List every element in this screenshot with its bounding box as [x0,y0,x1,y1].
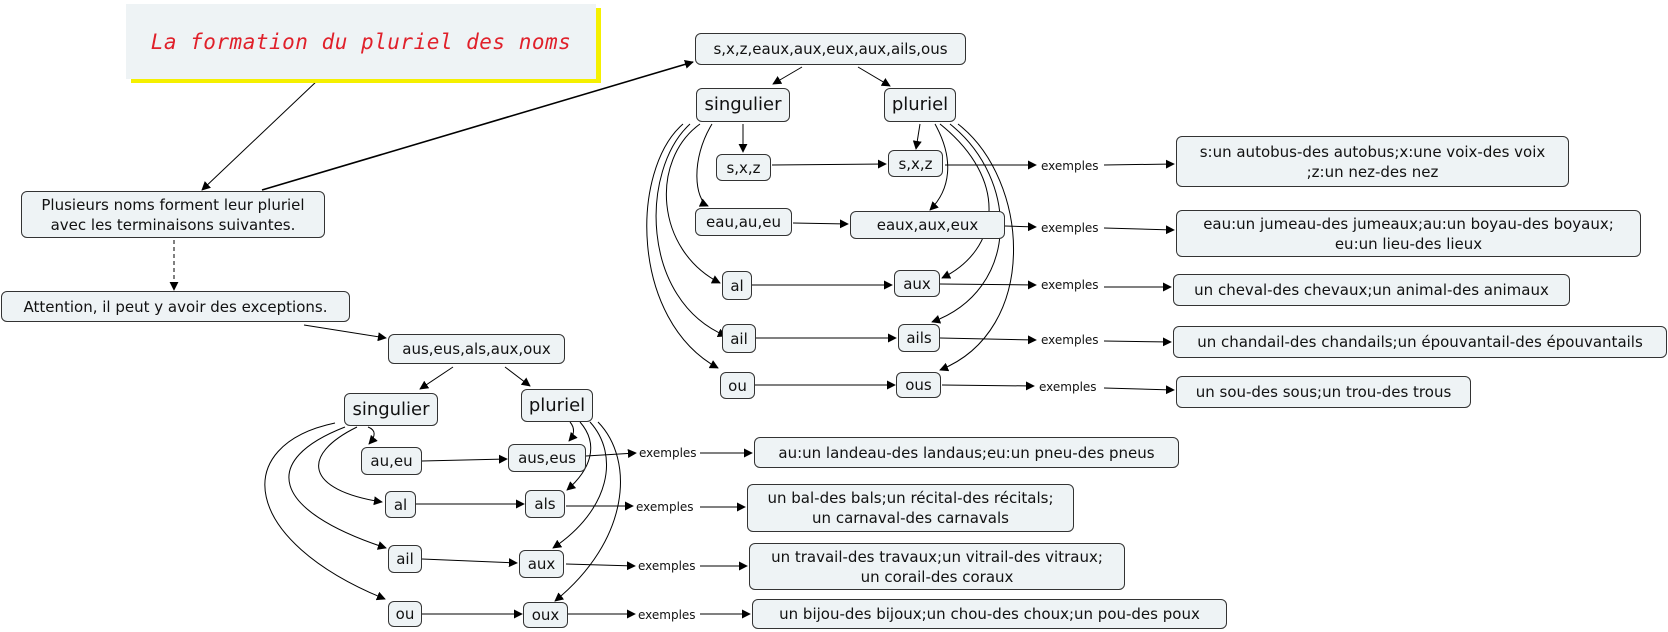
g1-sing-form-3[interactable]: al [722,271,752,300]
g1-examples-label-1: exemples [1040,159,1100,173]
link-g1-ex5 [941,381,1035,391]
g1-pluriel-node[interactable]: pluriel [884,88,956,122]
link-warning-header2 [303,324,387,342]
link-g1-sing-ou [646,123,719,369]
g1-example-box-1[interactable]: s:un autobus-des autobus;x:une voix-des … [1176,136,1569,187]
link-g1-plur-eaux [929,123,949,211]
link-g1-sing-ail [655,123,727,338]
intro-node[interactable]: Plusieurs noms forment leur pluriel avec… [21,191,325,238]
g1-examples-label-2: exemples [1040,221,1100,235]
g2-header-node[interactable]: aus,eus,als,aux,oux [388,334,565,364]
link-g1-ex2 [1004,222,1037,232]
g1-example-box-3[interactable]: un cheval-des chevaux;un animal-des anim… [1173,274,1570,306]
link-g1-sing-al [665,123,721,284]
g1-header-node[interactable]: s,x,z,eaux,aux,eux,aux,ails,ous [695,33,966,65]
g1-plur-form-2[interactable]: eaux,aux,eux [850,211,1005,239]
g2-sing-form-3[interactable]: ail [388,545,422,573]
link-g2-header-plur [504,366,531,387]
g2-plur-form-4[interactable]: oux [523,602,568,628]
link-g1-box2 [1103,225,1175,235]
g2-plur-form-3[interactable]: aux [519,550,564,578]
link-g1-plur-ous [939,123,1014,372]
link-g1-row1 [771,159,887,169]
g2-singulier-node[interactable]: singulier [344,393,438,426]
g1-sing-form-4[interactable]: ail [722,324,756,353]
link-g1-ex4 [939,335,1037,345]
link-g1-header-sing [772,66,803,85]
g2-examples-label-2: exemples [635,500,695,514]
link-g1-ex3 [939,280,1037,290]
link-g2-header-sing [419,366,454,390]
link-g1-row2 [792,219,849,229]
link-g2-row3 [421,558,518,568]
g1-example-box-4[interactable]: un chandail-des chandails;un épouvantail… [1173,326,1667,358]
g1-example-box-5[interactable]: un sou-des sous;un trou-des trous [1176,376,1471,408]
g1-examples-label-5: exemples [1038,380,1098,394]
link-g1-box1 [1103,159,1175,169]
link-g1-sing-eau [696,123,713,207]
g2-example-box-1[interactable]: au:un landeau-des landaus;eu:un pneu-des… [754,437,1179,468]
link-title-intro [201,79,319,191]
link-g1-box4 [1103,337,1172,347]
g2-example-box-4[interactable]: un bijou-des bijoux;un chou-des choux;un… [752,599,1227,629]
warning-node[interactable]: Attention, il peut y avoir des exception… [1,291,350,322]
link-g2-sing-ou [264,422,386,601]
link-g2-plur-oux [554,421,621,602]
link-g2-plur-als [566,421,592,491]
g1-sing-form-1[interactable]: s,x,z [716,154,771,181]
link-g2-plur-aux [552,421,608,549]
map-title: La formation du pluriel des noms [126,4,596,79]
g2-examples-label-3: exemples [637,559,697,573]
g2-example-box-3[interactable]: un travail-des travaux;un vitrail-des vi… [749,543,1125,590]
g2-sing-form-2[interactable]: al [385,491,416,518]
g1-plur-form-1[interactable]: s,x,z [888,150,943,177]
link-g2-sing-al [318,426,383,506]
g1-plur-form-3[interactable]: aux [894,270,940,297]
g2-sing-form-1[interactable]: au,eu [361,447,422,475]
g1-example-box-2[interactable]: eau:un jumeau-des jumeaux;au:un boyau-de… [1176,210,1641,257]
g1-examples-label-4: exemples [1040,333,1100,347]
g1-plur-form-5[interactable]: ous [896,372,941,398]
g2-plur-form-2[interactable]: als [525,490,565,518]
g2-example-box-2[interactable]: un bal-des bals;un récital-des récitals;… [747,484,1074,532]
g2-sing-form-4[interactable]: ou [388,601,422,627]
link-g1-header-plur [857,66,891,87]
g1-sing-form-5[interactable]: ou [720,372,755,399]
g1-examples-label-3: exemples [1040,278,1100,292]
link-g1-plur-aux [939,123,990,279]
g2-plur-form-1[interactable]: aus,eus [508,444,586,472]
g2-pluriel-node[interactable]: pluriel [521,389,593,422]
g2-examples-label-1: exemples [638,446,698,460]
link-g2-sing-aueu [367,426,378,445]
link-g2-ex1 [585,448,637,458]
g2-examples-label-4: exemples [637,608,697,622]
g1-sing-form-2[interactable]: eau,au,eu [695,208,792,236]
link-g2-plur-auseus [568,421,578,442]
link-g2-row1 [421,454,508,464]
link-g1-box5 [1103,385,1175,395]
link-g2-sing-ail [288,426,387,550]
g1-singulier-node[interactable]: singulier [696,88,790,122]
link-g2-ex3 [565,561,636,571]
link-intro-header1 [261,59,694,191]
link-g1-plur-sxz [912,123,922,150]
g1-plur-form-4[interactable]: ails [898,324,940,352]
